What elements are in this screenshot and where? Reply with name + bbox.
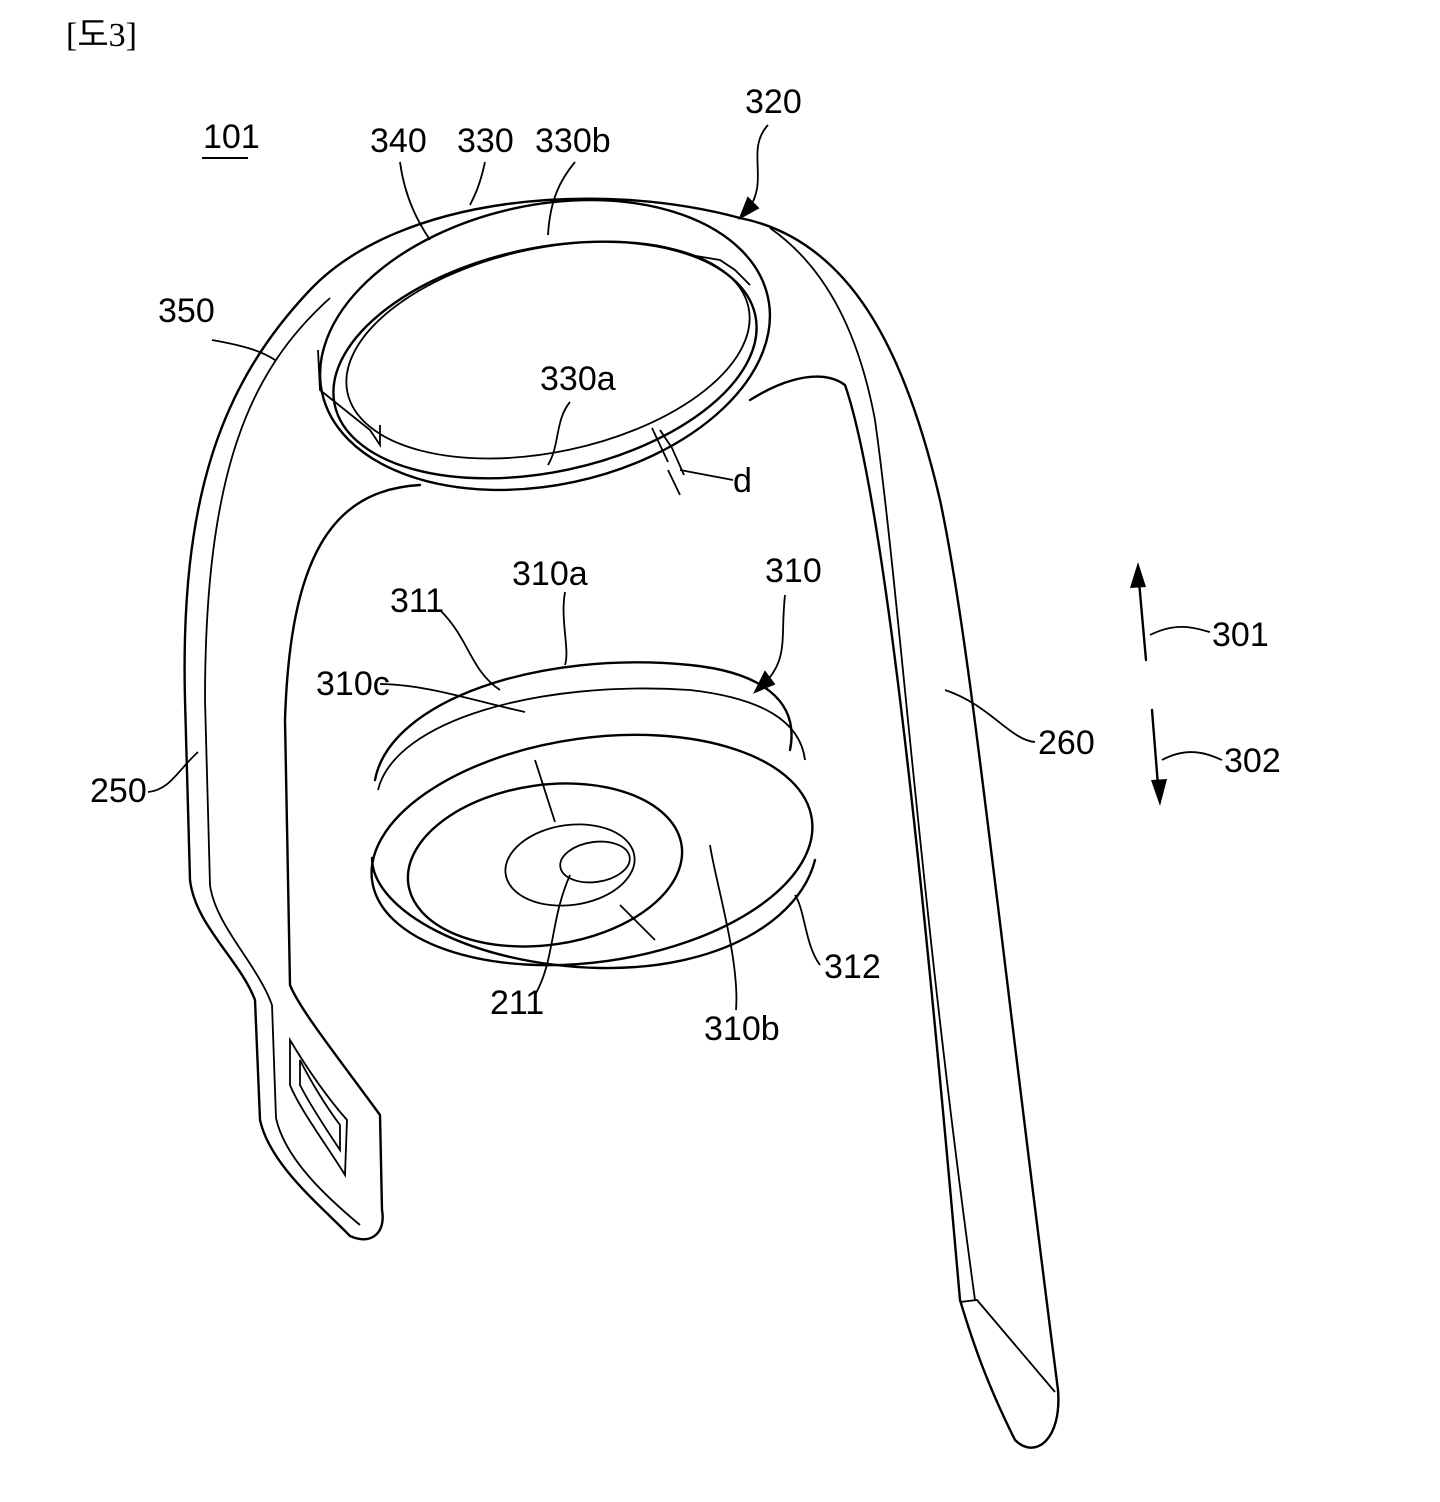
ring-330 bbox=[317, 198, 772, 492]
label-310b: 310b bbox=[704, 1010, 780, 1048]
label-311: 311 bbox=[390, 582, 444, 620]
label-101: 101 bbox=[203, 118, 260, 156]
label-330b: 330b bbox=[535, 122, 611, 160]
label-340: 340 bbox=[370, 122, 427, 160]
label-312: 312 bbox=[824, 948, 881, 986]
label-d: d bbox=[733, 462, 752, 500]
figure-title: [도3] bbox=[66, 17, 137, 54]
label-310a: 310a bbox=[512, 555, 588, 593]
label-260: 260 bbox=[1038, 724, 1095, 762]
label-211: 211 bbox=[490, 984, 544, 1022]
label-301: 301 bbox=[1212, 616, 1269, 654]
label-310: 310 bbox=[765, 552, 822, 590]
earbud-310 bbox=[370, 661, 817, 970]
label-310c: 310c bbox=[316, 665, 390, 703]
headband-260 bbox=[738, 216, 1060, 1449]
label-330a: 330a bbox=[540, 360, 616, 398]
label-302: 302 bbox=[1224, 742, 1281, 780]
label-250: 250 bbox=[90, 772, 147, 810]
direction-arrows bbox=[1130, 562, 1167, 806]
label-350: 350 bbox=[158, 292, 215, 330]
label-320: 320 bbox=[745, 83, 802, 121]
headband-250 bbox=[183, 197, 742, 1241]
leader-lines bbox=[147, 124, 1223, 1011]
label-330: 330 bbox=[457, 122, 514, 160]
